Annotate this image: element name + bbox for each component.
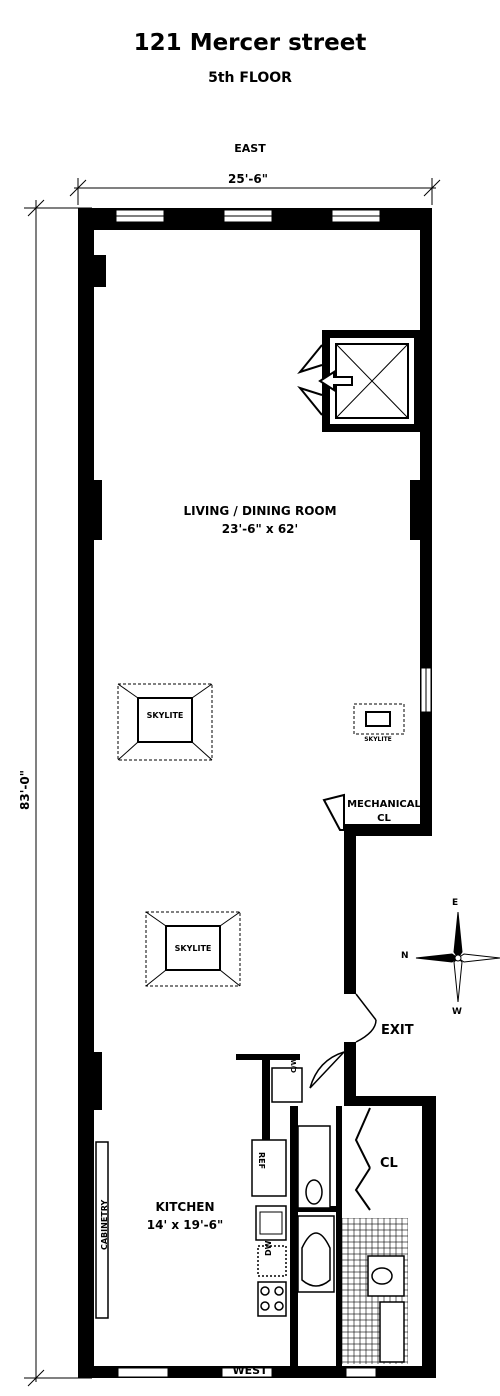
mechanical-name: MECHANICAL xyxy=(347,799,421,810)
skylite-label-2: SKYLITE xyxy=(364,736,392,743)
length-dimension: 83'-0" xyxy=(18,770,32,810)
dishwasher-label: DW xyxy=(264,1240,273,1256)
orientation-west: WEST xyxy=(232,1364,268,1377)
cabinetry-label: CABINETRY xyxy=(100,1199,109,1250)
compass-west: W xyxy=(452,1007,462,1017)
compass-rose xyxy=(415,911,500,1003)
exit-door xyxy=(309,993,377,1089)
width-dimension: 25'-6" xyxy=(228,172,268,186)
kitchen-name: KITCHEN xyxy=(155,1200,215,1214)
skylite-graphic-3 xyxy=(145,911,241,987)
compass-east: E xyxy=(452,898,459,908)
living-room-name: LIVING / DINING ROOM xyxy=(183,504,337,518)
skylite-graphic-2 xyxy=(353,703,405,735)
windows xyxy=(115,209,432,1378)
living-room-label: LIVING / DINING ROOM 23'-6" x 62' xyxy=(150,502,370,538)
skylite-label-1: SKYLITE xyxy=(146,711,184,720)
kitchen-label: KITCHEN 14' x 19'-6" xyxy=(130,1198,240,1234)
living-room-size: 23'-6" x 62' xyxy=(221,522,299,536)
skylite-label-3: SKYLITE xyxy=(174,944,212,953)
exit-label: EXIT xyxy=(381,1023,414,1038)
compass-north: N xyxy=(401,951,409,961)
mechanical-closet-label: MECHANICAL CL xyxy=(344,798,424,826)
bathroom-floor xyxy=(342,1218,408,1364)
refrigerator-label: REF xyxy=(257,1152,266,1170)
elevator xyxy=(297,330,420,432)
interior-walls xyxy=(236,1054,342,1366)
floor-label: 5th FLOOR xyxy=(208,70,292,86)
skylite-graphic-1 xyxy=(117,683,213,761)
closet-label: CL xyxy=(380,1156,398,1171)
width-dimension-line xyxy=(69,178,441,205)
plan-title: 121 Mercer street xyxy=(133,30,367,56)
washer-dryer-label: C/W xyxy=(290,1057,298,1073)
kitchen-fixtures xyxy=(95,1067,335,1319)
mechanical-door xyxy=(322,793,345,831)
mechanical-cl: CL xyxy=(377,813,391,824)
closet-doors xyxy=(354,1107,371,1211)
orientation-east: EAST xyxy=(234,142,266,155)
kitchen-size: 14' x 19'-6" xyxy=(146,1218,224,1232)
